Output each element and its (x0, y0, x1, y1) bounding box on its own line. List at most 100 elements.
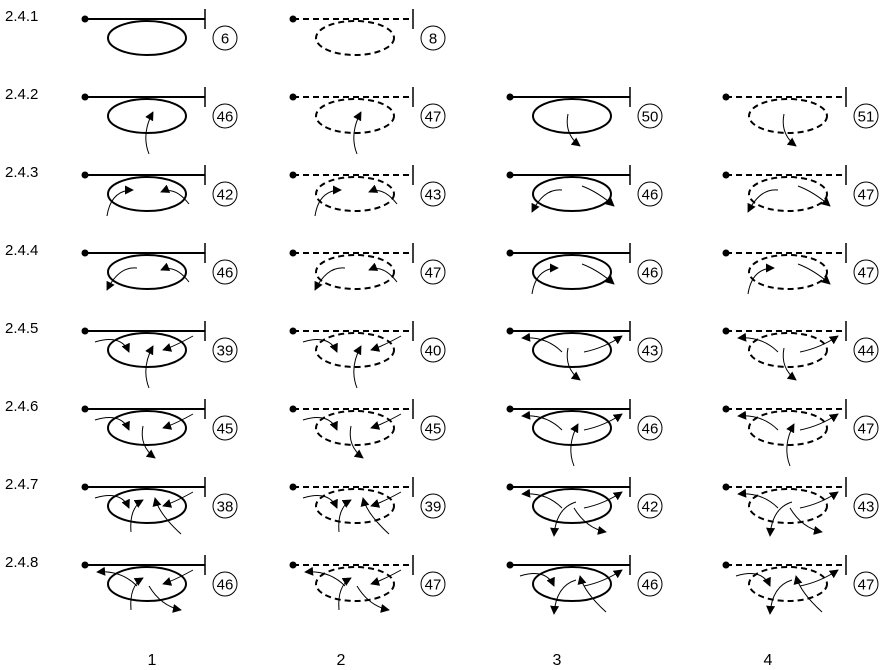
count-badge (212, 25, 238, 51)
arrow-top-left-out (521, 488, 563, 509)
arrow-bottom-out (782, 113, 797, 147)
diagram-cell: 47 (289, 555, 446, 613)
row-label: 2.4.7 (5, 476, 38, 493)
row-label: 2.4.2 (5, 86, 38, 103)
arrow-top-right-out (583, 413, 623, 431)
row-label: 2.4.1 (5, 8, 38, 25)
loop-ellipse (315, 488, 395, 524)
start-dot (506, 171, 514, 179)
arrow-right-out (797, 263, 831, 285)
count-badge-value: 46 (217, 265, 234, 282)
column-label: 4 (764, 652, 773, 669)
diagram-cell: 46 (81, 87, 238, 155)
count-badge-value: 43 (858, 499, 875, 516)
arrow-bottom-right-in (793, 575, 823, 613)
start-dot (81, 405, 89, 413)
diagram-cell: 42 (81, 165, 238, 217)
diagram-cell: 45 (289, 399, 446, 459)
diagram-cell: 47 (289, 243, 446, 291)
column-label: 1 (148, 652, 157, 669)
loop-ellipse (315, 20, 395, 56)
count-badge (420, 337, 446, 363)
count-badge (853, 337, 879, 363)
diagram-cell: 46 (506, 243, 663, 295)
loop-ellipse (107, 488, 187, 524)
arrow-top-right-in (162, 413, 194, 430)
diagram-cell: 6 (81, 9, 238, 56)
count-badge (637, 181, 663, 207)
diagram-cell: 38 (81, 477, 238, 535)
diagram-cell: 47 (289, 87, 446, 155)
start-dot (506, 483, 514, 491)
count-badge (853, 571, 879, 597)
count-badge (212, 415, 238, 441)
loop-ellipse (107, 410, 187, 446)
diagram-cell: 47 (722, 243, 879, 295)
arrow-bottom-left-out (550, 501, 577, 537)
count-badge-value: 42 (217, 187, 234, 204)
arrow-bottom-left-in (130, 577, 144, 611)
arrow-left-in (747, 263, 775, 295)
arrow-top-right-in (370, 413, 402, 430)
diagram-cell: 46 (506, 165, 663, 213)
diagram-cell: 42 (506, 477, 663, 537)
arrow-top-right-in (370, 569, 402, 586)
arrow-bottom-left-out (550, 579, 577, 615)
count-badge-value: 39 (425, 499, 442, 516)
arrow-left-out (106, 267, 138, 291)
arrow-bottom-out (782, 347, 797, 381)
arrow-bottom-out (141, 425, 156, 459)
start-dot (81, 249, 89, 257)
diagram-cell: 51 (722, 87, 879, 147)
arrow-bottom-left-out (766, 501, 793, 537)
arrow-bottom-in (570, 423, 579, 467)
start-dot (289, 405, 297, 413)
count-badge-value: 43 (642, 343, 659, 360)
start-dot (506, 249, 514, 257)
arrow-bottom-out (349, 425, 364, 459)
start-dot (289, 483, 297, 491)
arrow-right-in (368, 184, 398, 205)
loop-ellipse (532, 566, 612, 602)
arrow-bottom-right-out (789, 507, 823, 535)
start-dot (81, 15, 89, 23)
start-dot (506, 327, 514, 335)
count-badge (637, 493, 663, 519)
arrow-bottom-in (145, 345, 154, 389)
start-dot (81, 93, 89, 101)
count-badge-value: 46 (217, 577, 234, 594)
arrow-top-right-out (583, 569, 623, 587)
count-badge (637, 571, 663, 597)
diagram-row: 2.4.1 6 8 (5, 8, 446, 56)
loop-ellipse (532, 488, 612, 524)
arrow-bottom-left-out (766, 579, 793, 615)
diagram-cell: 47 (722, 165, 879, 213)
loop-ellipse (315, 332, 395, 368)
count-badge (637, 259, 663, 285)
arrow-bottom-right-out (573, 507, 607, 535)
arrow-top-right-out (583, 335, 623, 353)
count-badge (853, 415, 879, 441)
count-badge (637, 103, 663, 129)
count-badge-value: 47 (858, 421, 875, 438)
count-badge-value: 8 (429, 31, 437, 48)
diagram-cell: 46 (506, 399, 663, 467)
column-label: 2 (337, 652, 346, 669)
count-badge (420, 415, 446, 441)
diagram-cell: 47 (722, 399, 879, 467)
loop-ellipse (532, 410, 612, 446)
arrow-top-right-in (162, 569, 194, 586)
arrow-top-left-in (94, 417, 130, 431)
count-badge (212, 259, 238, 285)
start-dot (506, 93, 514, 101)
loop-ellipse (748, 98, 828, 134)
count-badge-value: 46 (642, 265, 659, 282)
diagram-cell: 43 (722, 477, 879, 537)
start-dot (722, 483, 730, 491)
arrow-top-right-in (370, 335, 402, 352)
count-badge-value: 50 (642, 109, 659, 126)
loop-ellipse (315, 410, 395, 446)
